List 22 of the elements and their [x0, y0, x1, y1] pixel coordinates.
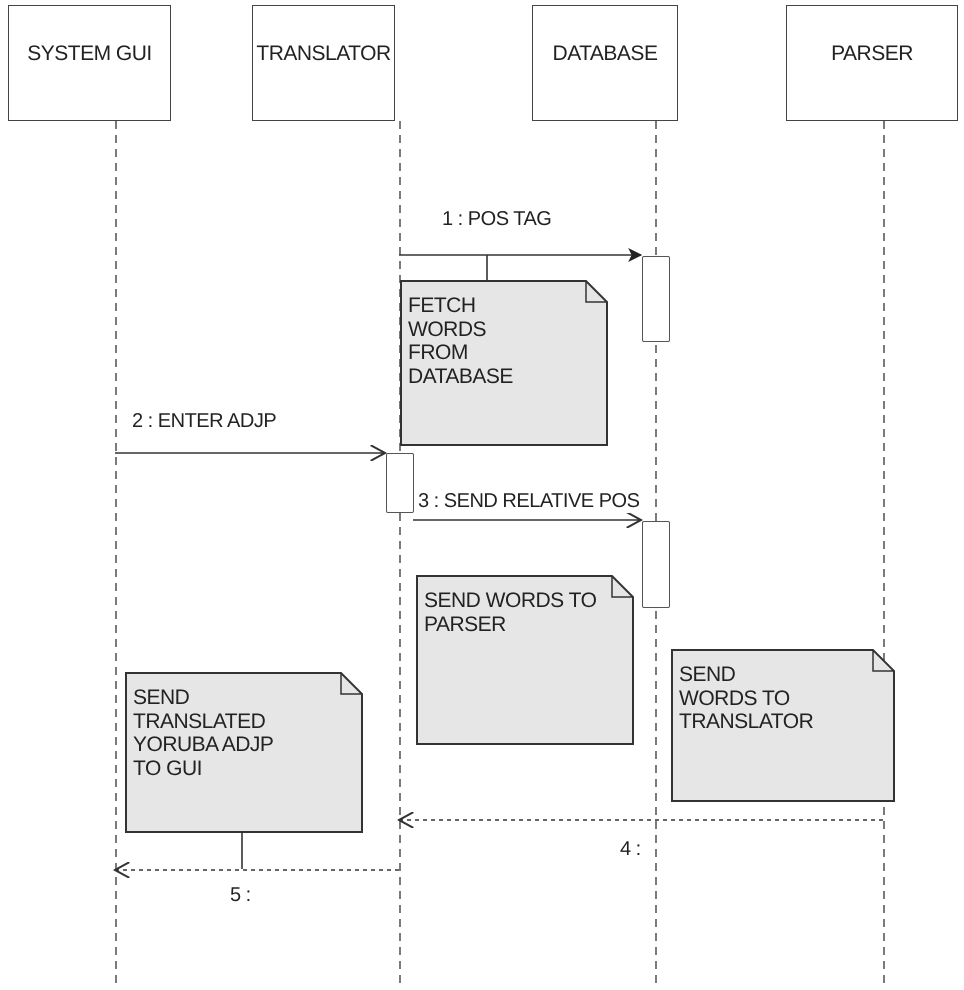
note-box: [671, 649, 895, 802]
activation-bar: [642, 521, 670, 608]
note-box: [416, 575, 634, 745]
note-text: SEND TRANSLATED YORUBA ADJP TO GUI: [133, 686, 274, 780]
lifeline-name: SYSTEM GUI: [27, 42, 152, 67]
lifeline-name: PARSER: [831, 42, 913, 67]
message-arrow: [399, 248, 642, 262]
note-box: [400, 280, 608, 446]
lifeline-name: DATABASE: [552, 42, 658, 67]
return-message-arrow: [398, 811, 883, 829]
activation-bar: [642, 256, 670, 342]
note-text: SEND WORDS TO PARSER: [424, 589, 598, 636]
activation-bar: [386, 453, 414, 513]
return-message-arrow: [114, 861, 399, 879]
message-arrow: [413, 511, 642, 529]
note-anchor-line: [486, 255, 488, 280]
message-arrow: [115, 444, 386, 462]
note-box: [125, 672, 363, 833]
message-label: 3 : SEND RELATIVE POS: [416, 490, 642, 513]
note-text: FETCH WORDS FROM DATABASE: [408, 294, 514, 388]
lifeline-name: TRANSLATOR: [256, 42, 391, 67]
note-text: SEND WORDS TO TRANSLATOR: [679, 663, 814, 734]
